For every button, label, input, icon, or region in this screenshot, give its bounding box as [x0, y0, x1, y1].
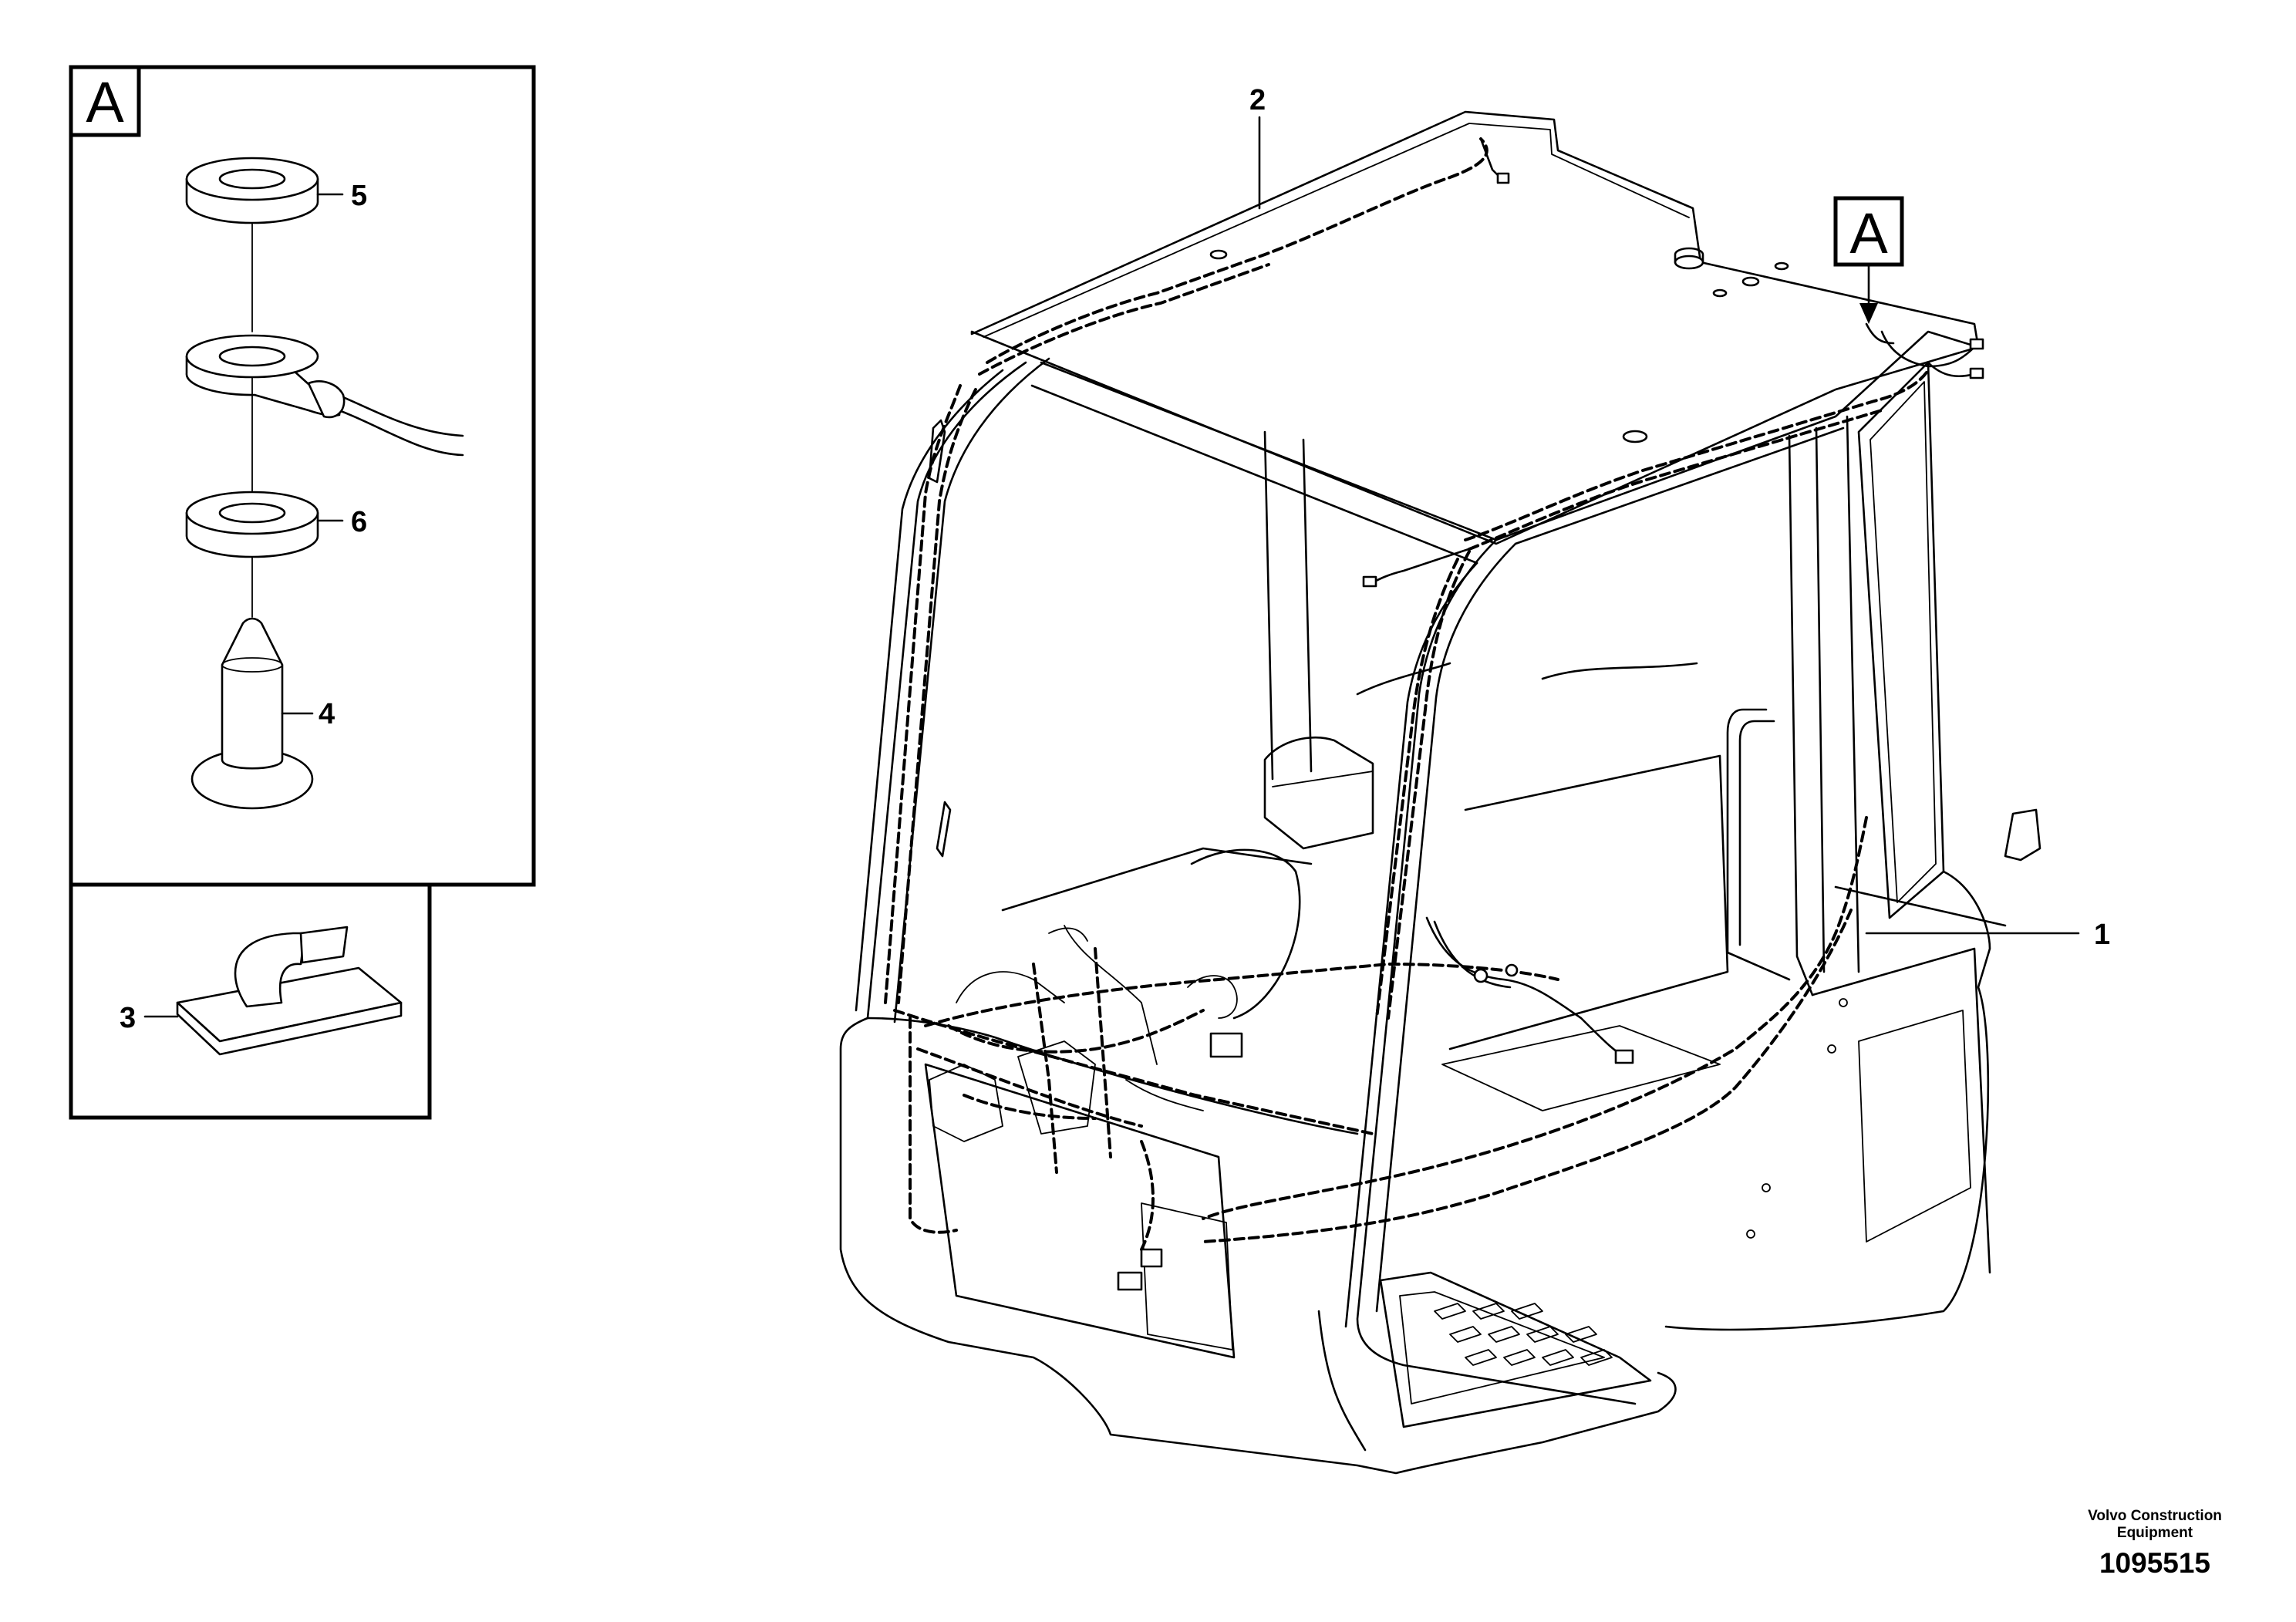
detail-box-a: A: [69, 65, 536, 887]
manufacturer-line: Volvo Construction Equipment: [2088, 1508, 2222, 1541]
manufacturer-name: Volvo Construction Equipment: [2058, 1508, 2251, 1542]
callout-4: 4: [319, 698, 335, 730]
cab-body: [839, 110, 2041, 1475]
washer-part-6: [185, 491, 319, 558]
washer-part-5: [185, 157, 319, 224]
wiring-harness-1: [893, 322, 1984, 1243]
view-marker-label: A: [1849, 201, 1888, 265]
detail-box-label: A: [86, 70, 124, 134]
callout-6: 6: [351, 506, 367, 538]
callout-1: 1: [2094, 919, 2110, 951]
wiring-harness-2: [884, 137, 1510, 1004]
view-marker-a: A: [1833, 196, 1904, 324]
callout-3: 3: [120, 1002, 136, 1034]
document-number: 1095515: [2099, 1547, 2211, 1579]
clip-part-3: [176, 926, 403, 1056]
stud-part-4: [190, 617, 314, 810]
control-panel-cluster: [929, 925, 1243, 1291]
floor-mat: [1434, 1303, 1613, 1366]
clip-detail-box: [69, 882, 432, 1120]
callout-5: 5: [351, 180, 367, 212]
ring-terminal-cable: [185, 334, 464, 457]
callout-2: 2: [1249, 84, 1266, 116]
